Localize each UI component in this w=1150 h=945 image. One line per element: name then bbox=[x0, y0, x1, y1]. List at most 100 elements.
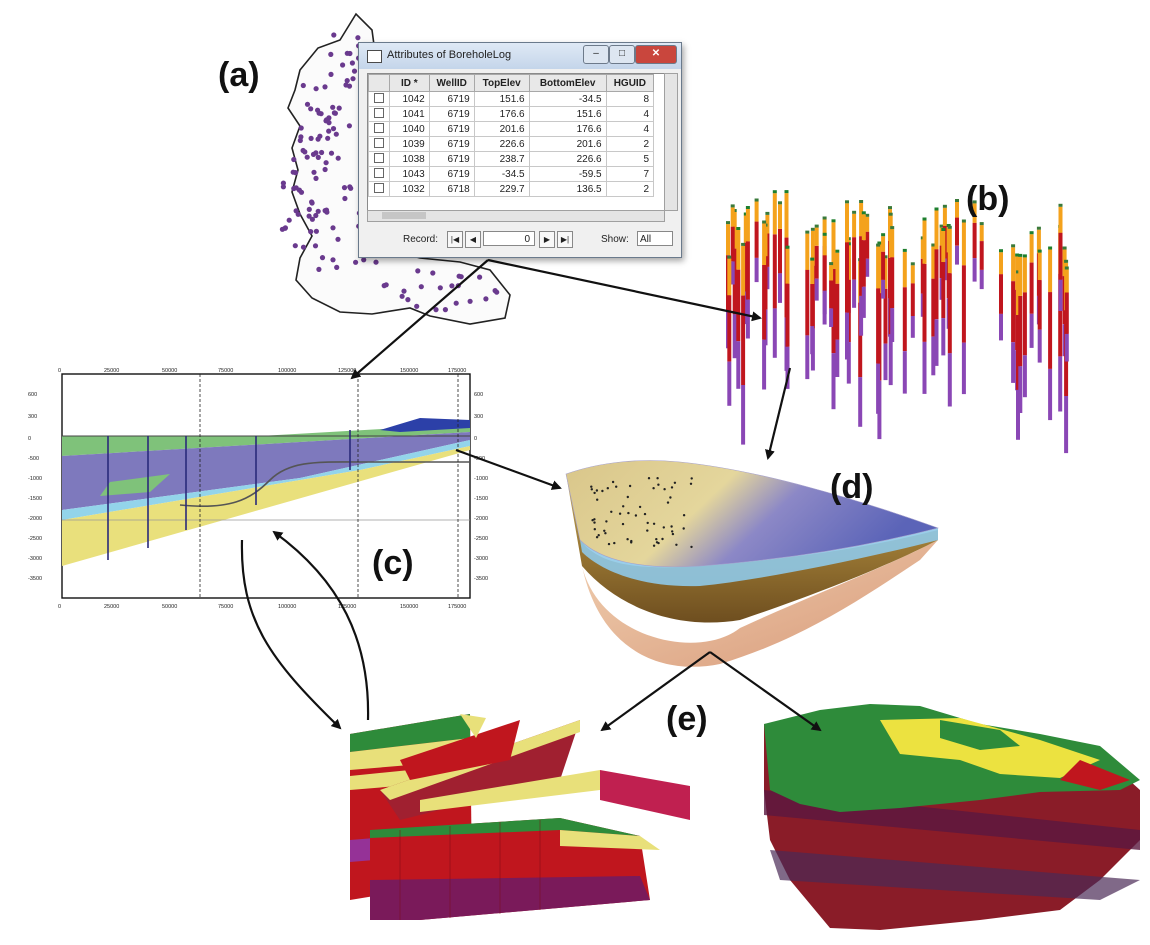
attribute-grid[interactable]: ID * WellID TopElev BottomElev HGUID 104… bbox=[367, 73, 665, 211]
row-select-checkbox[interactable] bbox=[368, 181, 390, 197]
arrow-a-to-c bbox=[350, 259, 489, 380]
borehole-point bbox=[334, 264, 340, 270]
workflow-arrows bbox=[240, 258, 822, 732]
model-point bbox=[590, 485, 593, 488]
row-select-checkbox[interactable] bbox=[368, 91, 390, 107]
horizontal-scrollbar[interactable] bbox=[367, 210, 665, 222]
borehole-log-cap bbox=[979, 222, 984, 226]
model-point bbox=[597, 534, 600, 537]
model-point bbox=[652, 522, 656, 525]
vertical-scrollbar[interactable] bbox=[664, 73, 678, 211]
borehole-point bbox=[418, 284, 424, 290]
borehole-log-segment bbox=[762, 339, 767, 390]
borehole-log-segment bbox=[772, 234, 777, 309]
borehole-log-cap bbox=[1037, 249, 1042, 253]
section-boreholes bbox=[107, 430, 351, 560]
borehole-log-segment bbox=[845, 312, 849, 360]
table-cell: 176.6 bbox=[473, 106, 530, 122]
table-cell: -34.5 bbox=[528, 91, 607, 107]
borehole-log-segment bbox=[947, 273, 952, 354]
borehole-log-segment bbox=[831, 353, 836, 410]
row-select-checkbox[interactable] bbox=[368, 151, 390, 167]
show-dropdown[interactable]: All bbox=[637, 231, 673, 246]
model-point bbox=[605, 520, 608, 523]
row-select-checkbox[interactable] bbox=[368, 166, 390, 182]
borehole-point bbox=[313, 175, 319, 181]
borehole-point bbox=[467, 298, 473, 304]
borehole-log-cap bbox=[772, 190, 777, 194]
borehole-log-cap bbox=[942, 204, 947, 208]
column-header-wellid[interactable]: WellID bbox=[428, 74, 475, 92]
row-select-checkbox[interactable] bbox=[368, 136, 390, 152]
column-header-id[interactable]: ID * bbox=[389, 74, 430, 92]
record-number-input[interactable]: 0 bbox=[483, 231, 535, 246]
model-point bbox=[643, 512, 647, 516]
window-titlebar[interactable]: Attributes of BoreholeLog – □ ✕ bbox=[359, 43, 681, 69]
borehole-log-cap bbox=[883, 255, 888, 259]
borehole-log-segment bbox=[785, 248, 790, 284]
left-tick: -3000 bbox=[28, 556, 42, 562]
model-point bbox=[604, 532, 607, 535]
borehole-point bbox=[322, 166, 328, 173]
borehole-log-segment bbox=[888, 334, 893, 386]
borehole-point bbox=[293, 170, 299, 176]
borehole-log-segment bbox=[881, 279, 886, 299]
close-button[interactable]: ✕ bbox=[635, 45, 677, 64]
borehole-point bbox=[286, 217, 292, 223]
borehole-log-segment bbox=[961, 265, 966, 343]
top-tick: 150000 bbox=[400, 368, 418, 374]
borehole-log-segment bbox=[1029, 262, 1034, 314]
borehole-log-segment bbox=[831, 269, 836, 354]
borehole-log-cap bbox=[831, 219, 836, 223]
maximize-button[interactable]: □ bbox=[609, 45, 635, 64]
borehole-point bbox=[335, 155, 341, 161]
borehole-log-cap bbox=[877, 241, 882, 245]
show-label: Show: bbox=[601, 234, 629, 245]
table-cell: 6719 bbox=[428, 166, 475, 182]
next-record-button[interactable]: ▶ bbox=[539, 231, 555, 248]
column-header-select[interactable] bbox=[368, 74, 390, 92]
borehole-log-segment bbox=[961, 222, 966, 266]
borehole-log-segment bbox=[814, 245, 819, 279]
borehole-log-segment bbox=[876, 246, 881, 289]
row-select-checkbox[interactable] bbox=[368, 106, 390, 122]
model-point bbox=[675, 543, 678, 546]
column-header-topelev[interactable]: TopElev bbox=[473, 74, 530, 92]
borehole-point bbox=[414, 303, 420, 309]
arrow-d-to-fence bbox=[600, 651, 711, 732]
borehole-log-segment bbox=[1064, 396, 1069, 454]
previous-record-button[interactable]: ◀ bbox=[465, 231, 481, 248]
borehole-log-cap bbox=[1058, 203, 1063, 207]
attributes-window[interactable]: Attributes of BoreholeLog – □ ✕ ID * Wel… bbox=[358, 42, 682, 258]
borehole-log-segment bbox=[1058, 356, 1063, 412]
borehole-point bbox=[309, 216, 315, 222]
scroll-thumb[interactable] bbox=[382, 212, 426, 219]
column-header-hguid[interactable]: HGUID bbox=[605, 74, 655, 92]
borehole-point bbox=[300, 244, 307, 250]
last-record-button[interactable]: ▶| bbox=[557, 231, 573, 248]
model-point bbox=[628, 484, 632, 488]
borehole-log-cap bbox=[727, 255, 732, 259]
column-header-bottomelev[interactable]: BottomElev bbox=[528, 74, 607, 92]
first-record-button[interactable]: |◀ bbox=[447, 231, 463, 248]
borehole-point bbox=[304, 154, 310, 160]
model-point bbox=[595, 536, 599, 539]
borehole-log-segment bbox=[1018, 366, 1023, 413]
borehole-point bbox=[328, 150, 335, 156]
borehole-log-segment bbox=[934, 319, 939, 366]
model-point bbox=[611, 480, 615, 484]
borehole-log-segment bbox=[736, 341, 741, 389]
minimize-button[interactable]: – bbox=[583, 45, 609, 64]
row-select-checkbox[interactable] bbox=[368, 121, 390, 137]
borehole-log-segment bbox=[785, 346, 790, 389]
left-tick: -1500 bbox=[28, 496, 42, 502]
borehole-point bbox=[347, 184, 353, 190]
borehole-log-segment bbox=[743, 242, 748, 292]
